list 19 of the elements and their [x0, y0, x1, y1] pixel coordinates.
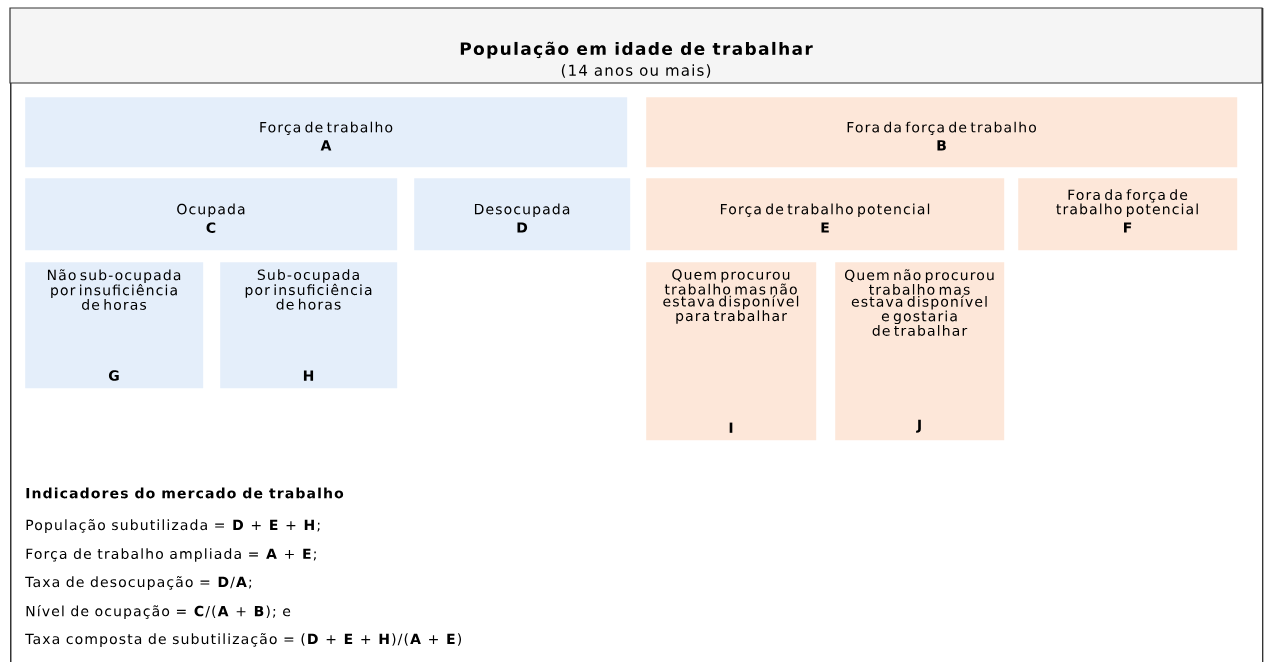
section-heading: Indicadores do mercado de trabalho: [26, 487, 344, 499]
category-box: Sub-ocupada por insuficiência de horas H: [220, 262, 398, 389]
category-box: Ocupada C: [25, 178, 398, 251]
formula-text: Taxa composta de subutilização = (D + E + H)/(A + E): [25, 633, 461, 647]
category-box: Desocupada D: [414, 178, 631, 251]
category-box: Quem procurou trabalho mas não estava disponível para trabalhar I: [646, 262, 817, 441]
category-box: Força de trabalho potencial E: [646, 178, 1005, 251]
panel: [9, 7, 1264, 662]
title: População em idade de trabalhar: [460, 41, 813, 59]
formula-text: Nível de ocupação = C/(A + B); e: [26, 604, 291, 620]
formula-text: População subutilizada = D + E + H;: [26, 519, 320, 533]
category-box: Força de trabalho A: [25, 97, 628, 168]
category-box: Fora da força de trabalho B: [646, 97, 1238, 168]
formula-text: Força de trabalho ampliada = A + E;: [26, 548, 316, 562]
subtitle: (14 anos ou mais): [561, 64, 711, 78]
formula-text: Taxa de desocupação = D/A;: [25, 576, 252, 590]
category-box: Quem não procurou trabalho mas estava disponível e gostaria de trabalhar J: [835, 262, 1005, 441]
category-box: Não sub-ocupada por insuficiência de horas G: [25, 262, 204, 389]
category-box: Fora da força de trabalho potencial F: [1018, 178, 1238, 251]
